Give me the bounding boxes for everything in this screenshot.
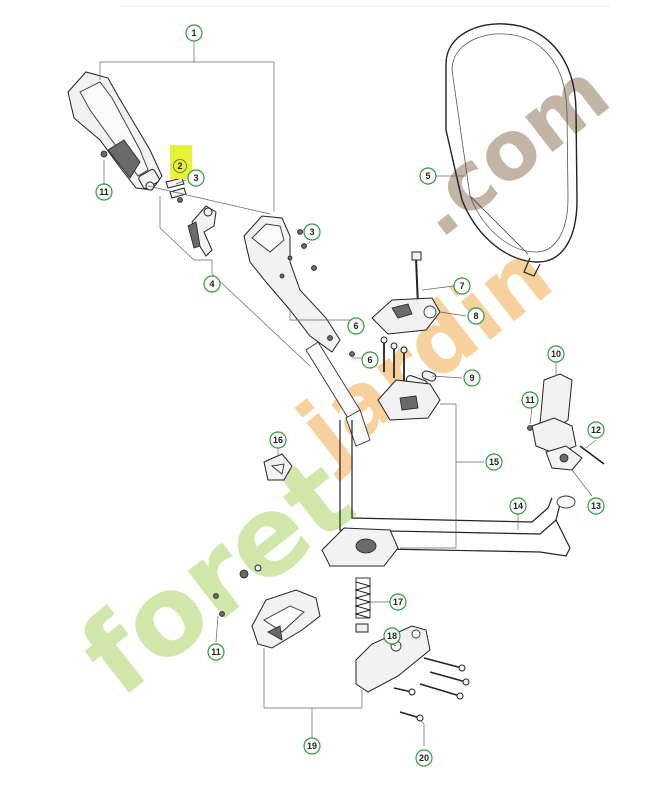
callout-19: 19 <box>303 737 321 755</box>
watermark-foret: foret <box>57 432 376 721</box>
side-grip <box>527 373 605 471</box>
callout-ring <box>463 369 481 387</box>
callout-number: 4 <box>209 279 214 289</box>
callout-ring <box>587 497 605 515</box>
callout-number: 9 <box>469 373 474 383</box>
spring <box>354 577 372 633</box>
callout-11: 11 <box>521 391 539 409</box>
callout-ring <box>173 159 187 173</box>
callout-ring <box>361 351 379 369</box>
callout-4: 4 <box>203 275 221 293</box>
clamp-screw <box>411 251 422 307</box>
callout-6: 6 <box>347 317 365 335</box>
throttle-trigger <box>187 205 217 257</box>
callout-number: 10 <box>551 349 561 359</box>
callout-20: 20 <box>415 749 433 767</box>
callout-ring <box>207 643 225 661</box>
callout-number: 1 <box>191 28 196 38</box>
callout-number: 2 <box>177 161 182 171</box>
callout-number: 3 <box>193 173 198 183</box>
lower-mount <box>321 527 399 567</box>
callout-ring <box>203 275 221 293</box>
handle-assembly <box>67 71 163 191</box>
lower-housing <box>213 564 321 649</box>
callout-10: 10 <box>547 345 565 363</box>
callout-ring <box>303 737 321 755</box>
callout-number: 12 <box>591 425 601 435</box>
callout-number: 5 <box>425 171 430 181</box>
callout-number: 6 <box>367 355 372 365</box>
callout-13: 13 <box>587 497 605 515</box>
callout-ring <box>303 223 321 241</box>
callout-3: 3 <box>303 223 321 241</box>
callout-14: 14 <box>509 497 527 515</box>
callout-number: 17 <box>393 597 403 607</box>
callout-ring <box>269 431 287 449</box>
callout-11: 11 <box>207 643 225 661</box>
callout-ring <box>467 307 485 325</box>
callout-ring <box>509 497 527 515</box>
long-bolts <box>393 657 470 722</box>
callout-ring <box>419 167 437 185</box>
leader-lines <box>99 42 597 746</box>
callout-ring <box>95 183 113 201</box>
callout-ring <box>547 345 565 363</box>
callout-8: 8 <box>467 307 485 325</box>
callout-ring <box>453 277 471 295</box>
callout-number: 3 <box>309 227 314 237</box>
callout-ring <box>521 391 539 409</box>
callout-16: 16 <box>269 431 287 449</box>
callout-6: 6 <box>361 351 379 369</box>
callout-9: 9 <box>463 369 481 387</box>
callout-number: 13 <box>591 501 601 511</box>
callout-ring <box>389 593 407 611</box>
bracket-screws <box>297 227 317 271</box>
callout-ring <box>383 627 401 645</box>
callout-17: 17 <box>389 593 407 611</box>
callout-number: 6 <box>353 321 358 331</box>
callout-number: 14 <box>513 501 523 511</box>
callout-12: 12 <box>587 421 605 439</box>
callout-ring <box>185 24 203 42</box>
callout-15: 15 <box>485 453 503 471</box>
callout-number: 11 <box>99 187 109 197</box>
bolts-group <box>327 335 408 384</box>
callout-3: 3 <box>187 169 205 187</box>
callout-ring <box>485 453 503 471</box>
main-shaft <box>305 341 371 447</box>
callout-ring <box>415 749 433 767</box>
callout-number: 15 <box>489 457 499 467</box>
callout-5: 5 <box>419 167 437 185</box>
callout-11: 11 <box>95 183 113 201</box>
callout-number: 20 <box>419 753 429 763</box>
callout-number: 18 <box>387 631 397 641</box>
callout-number: 8 <box>473 311 478 321</box>
callout-ring <box>347 317 365 335</box>
handle-bracket <box>243 215 341 353</box>
callout-number: 11 <box>525 395 535 405</box>
u-bar <box>329 420 576 557</box>
callout-number: 19 <box>307 741 317 751</box>
callout-18: 18 <box>383 627 401 645</box>
watermark-dotcom: .com <box>394 45 627 256</box>
callout-1: 1 <box>185 24 203 42</box>
callout-number: 16 <box>273 435 283 445</box>
upper-mount <box>377 379 441 421</box>
callout-number: 7 <box>459 281 464 291</box>
callout-ring <box>587 421 605 439</box>
callout-2: 2 <box>173 159 187 173</box>
loop-strap <box>445 23 578 277</box>
callout-7: 7 <box>453 277 471 295</box>
callout-ring <box>187 169 205 187</box>
clip <box>263 453 293 481</box>
callout-number: 11 <box>211 647 221 657</box>
